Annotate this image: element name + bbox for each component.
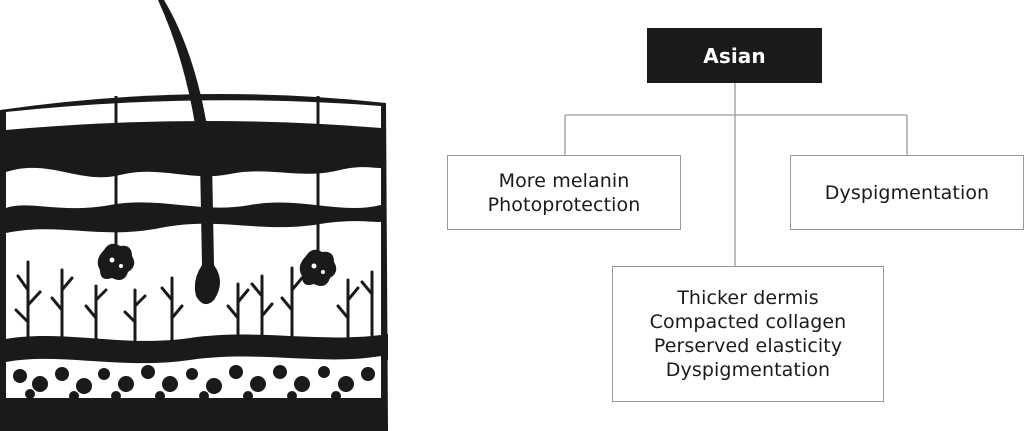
bottom-node-line-1: Thicker dermis xyxy=(677,287,819,309)
left-node-line-1: More melanin xyxy=(498,169,630,192)
right-node: Dyspigmentation xyxy=(790,155,1024,230)
bottom-node-line-2: Compacted collagen xyxy=(649,311,847,333)
bottom-node-line-4: Dyspigmentation xyxy=(665,359,831,381)
left-node: More melanin Photoprotection xyxy=(447,155,681,230)
skin-cross-section-icon xyxy=(0,0,388,431)
bottom-node: Thicker dermis Compacted collagen Perser… xyxy=(612,266,884,402)
right-node-line-1: Dyspigmentation xyxy=(824,181,990,204)
bottom-node-line-3: Perserved elasticity xyxy=(653,335,843,357)
left-node-line-2: Photoprotection xyxy=(487,193,641,216)
root-node-label: Asian xyxy=(703,43,766,68)
root-node: Asian xyxy=(647,28,822,83)
